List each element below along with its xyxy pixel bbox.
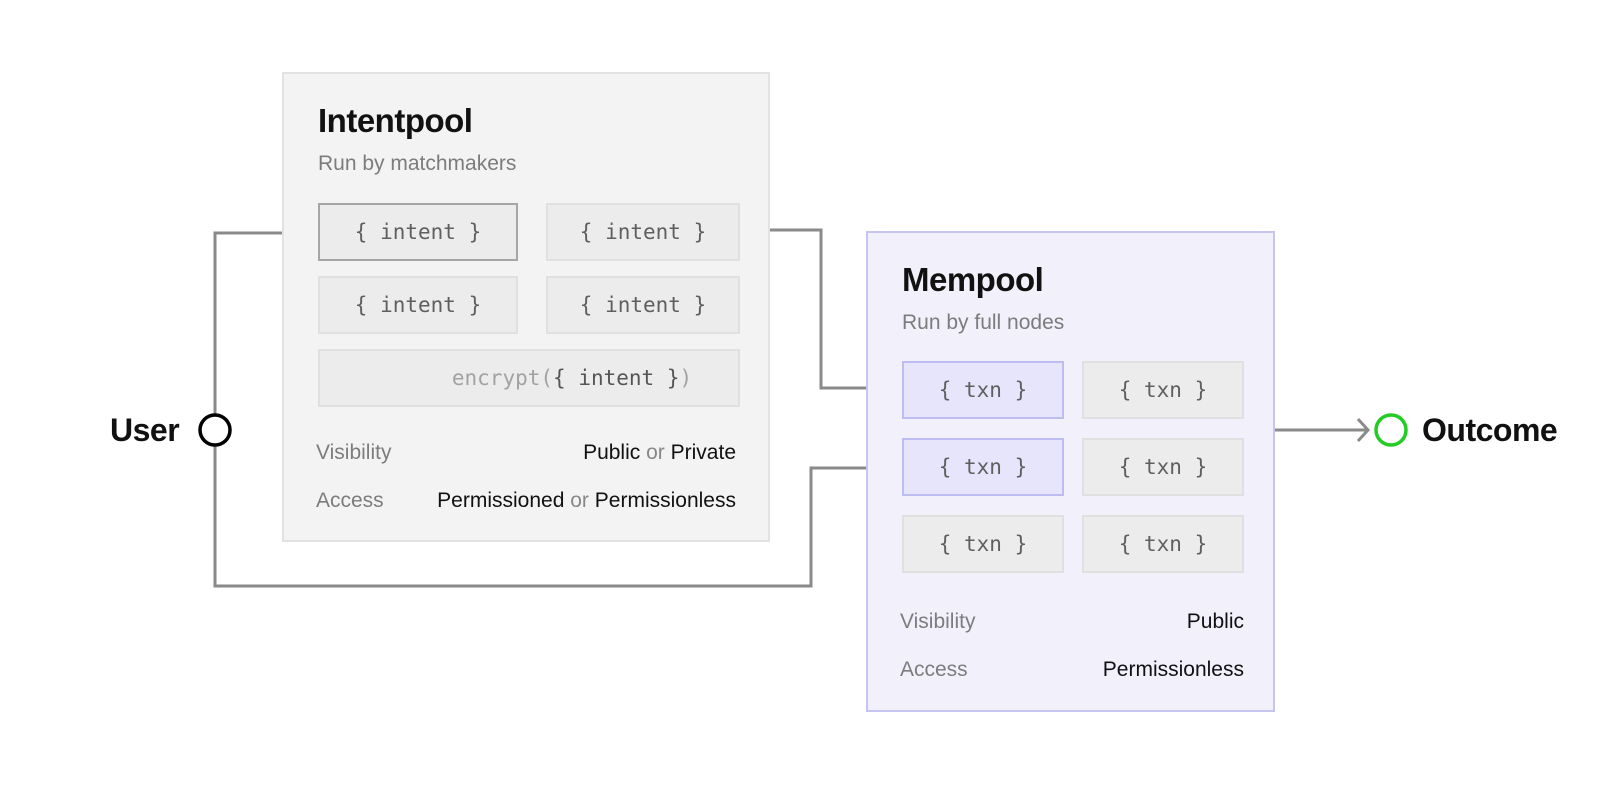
encrypt-prefix: encrypt( xyxy=(451,366,554,390)
txn-cell: { txn } xyxy=(1082,515,1244,573)
intent-to-mempool-connector xyxy=(770,228,903,390)
intentpool-subtitle: Run by matchmakers xyxy=(318,152,517,175)
intent-cell: { intent } xyxy=(546,203,740,261)
access-label: Access xyxy=(316,489,384,512)
txn-cell: { txn } xyxy=(902,515,1064,573)
user-to-mempool-connector xyxy=(213,446,903,588)
outcome-node-circle xyxy=(1374,413,1408,447)
visibility-or: or xyxy=(646,441,665,464)
user-label: User xyxy=(110,412,180,448)
txn-cell: { txn } xyxy=(1082,438,1244,496)
user-node-circle xyxy=(198,413,232,447)
intent-cell: { intent } xyxy=(318,203,518,261)
intentpool-visibility-row: Visibility Public or Private xyxy=(316,441,736,469)
mempool-visibility-row: Visibility Public xyxy=(900,610,1244,638)
txn-cell: { txn } xyxy=(1082,361,1244,419)
visibility-value: Public xyxy=(1186,610,1244,633)
intentpool-title: Intentpool xyxy=(318,102,473,139)
visibility-label: Visibility xyxy=(316,441,392,464)
mempool-to-outcome-arrowhead xyxy=(1356,417,1371,443)
visibility-option-public: Public xyxy=(583,441,641,464)
txn-cell: { txn } xyxy=(902,361,1064,419)
visibility-label: Visibility xyxy=(900,610,976,633)
mempool-panel: Mempool Run by full nodes { txn } { txn … xyxy=(866,231,1275,712)
access-or: or xyxy=(570,489,589,512)
access-value: Permissionless xyxy=(1102,658,1244,681)
encrypt-inner: { intent } xyxy=(553,366,680,390)
mempool-subtitle: Run by full nodes xyxy=(902,311,1065,334)
encrypt-intent-cell: encrypt({ intent }) xyxy=(318,349,740,407)
access-option-permissioned: Permissioned xyxy=(437,489,565,512)
intent-cell: { intent } xyxy=(318,276,518,334)
outcome-label: Outcome xyxy=(1422,412,1558,448)
encrypt-suffix: ) xyxy=(679,366,693,390)
mempool-access-row: Access Permissionless xyxy=(900,658,1244,686)
visibility-value: Public or Private xyxy=(583,441,736,465)
access-value: Permissioned or Permissionless xyxy=(437,489,736,513)
mempool-title: Mempool xyxy=(902,261,1044,298)
intent-cell: { intent } xyxy=(546,276,740,334)
visibility-option-private: Private xyxy=(670,441,736,464)
intentpool-panel: Intentpool Run by matchmakers { intent }… xyxy=(282,72,770,542)
access-option-permissionless: Permissionless xyxy=(594,489,736,512)
access-label: Access xyxy=(900,658,968,681)
txn-cell: { txn } xyxy=(902,438,1064,496)
intentpool-access-row: Access Permissioned or Permissionless xyxy=(316,489,736,517)
